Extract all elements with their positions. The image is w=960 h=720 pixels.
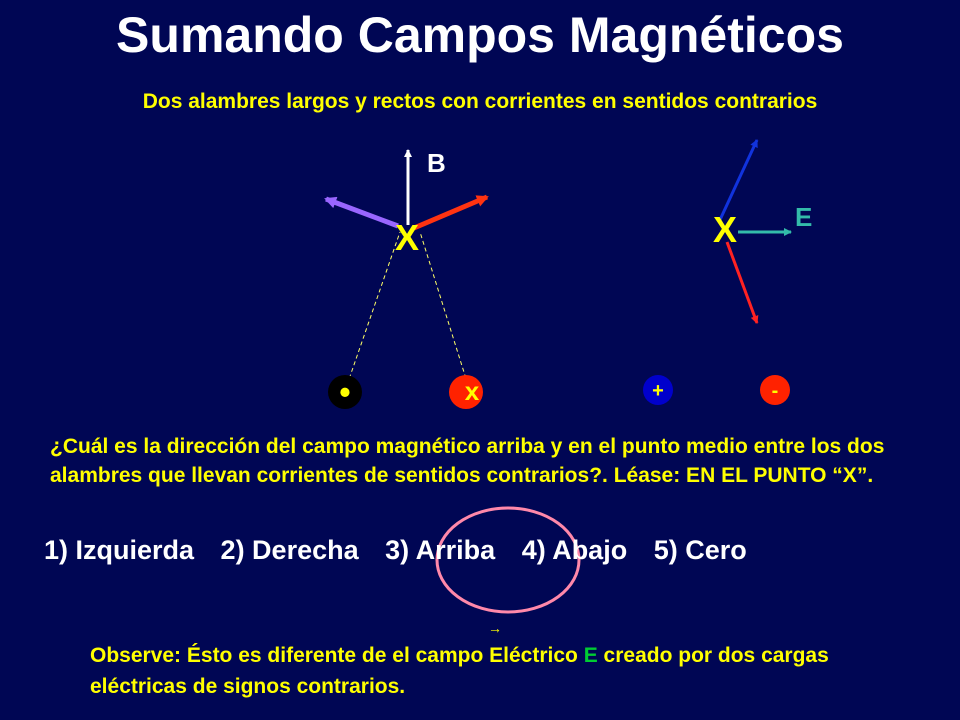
- charge-positive-symbol: +: [652, 380, 664, 402]
- left-wire-field-arrow: [324, 196, 399, 229]
- observe-e-symbol: E: [583, 644, 598, 667]
- option-5: 5) Cero: [653, 535, 747, 565]
- right-wire-field-arrow: [413, 194, 489, 231]
- charge-positive-circle: [643, 375, 673, 405]
- point-x-marker: X: [395, 217, 419, 258]
- e-label: E: [795, 202, 812, 232]
- wire-left-circle: [328, 375, 362, 409]
- option-4: 4) Abajo: [521, 535, 628, 565]
- vector-arrow-symbol: →: [488, 620, 502, 636]
- positive-charge-field-arrow: [717, 139, 759, 223]
- point-x-marker-electric: X: [713, 209, 737, 250]
- wire-right-symbol: x: [465, 376, 480, 406]
- wire-right-dashed-line: [419, 231, 469, 386]
- negative-charge-field-arrow: [725, 241, 759, 324]
- option-3: 3) Arriba: [385, 535, 496, 565]
- observe-note: Observe: Ésto es diferente de el campo E…: [90, 640, 920, 702]
- option-2: 2) Derecha: [220, 535, 359, 565]
- answer-options: 1) Izquierda 2) Derecha 3) Arriba 4) Aba…: [44, 535, 944, 566]
- charge-negative-symbol: -: [772, 380, 779, 402]
- answer-highlight-ellipse: [435, 506, 581, 614]
- wire-left-symbol: •: [339, 374, 350, 410]
- wire-right-circle: [449, 375, 483, 409]
- option-1: 1) Izquierda: [44, 535, 195, 565]
- observe-prefix: Observe: Ésto es diferente de el campo E…: [90, 644, 584, 667]
- b-label: B: [427, 148, 446, 178]
- observe-suffix: creado por dos cargas eléctricas de sign…: [90, 644, 829, 698]
- question-text: ¿Cuál es la dirección del campo magnétic…: [50, 435, 885, 487]
- wire-left-dashed-line: [346, 231, 401, 386]
- subtitle: Dos alambres largos y rectos con corrien…: [142, 90, 818, 113]
- page-title: Sumando Campos Magnéticos: [116, 7, 844, 63]
- charge-negative-circle: [760, 375, 790, 405]
